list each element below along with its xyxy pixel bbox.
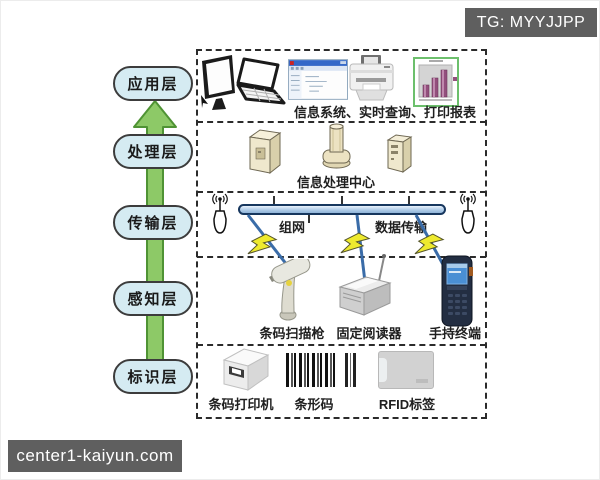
layer-label: 传输层	[127, 215, 179, 232]
layer-pill-application: 应用层	[113, 66, 193, 101]
diagram-panel-border	[196, 49, 487, 419]
barcode-label: 条形码	[294, 397, 334, 412]
row-divider-4	[197, 344, 486, 346]
printer-icon	[348, 54, 395, 102]
bar-chart-icon	[413, 57, 459, 107]
layer-pill-perception: 感知层	[113, 281, 193, 316]
layer-label: 标识层	[127, 369, 179, 386]
row-divider-2	[197, 191, 486, 193]
layer-pill-transmission: 传输层	[113, 205, 193, 240]
server-cabinet-icon	[244, 127, 284, 177]
barcode-scanner-icon	[261, 259, 317, 323]
networking-label: 组网	[278, 220, 305, 235]
bus-tick	[341, 196, 343, 204]
application-row-caption: 信息系统、实时查询、打印报表	[293, 105, 476, 120]
bus-tick	[408, 196, 410, 204]
watermark: center1-kaiyun.com	[8, 440, 182, 472]
barcode-main-bars	[286, 353, 338, 387]
tg-badge: TG: MYYJJPP	[465, 8, 597, 37]
antenna-left-icon	[209, 193, 231, 237]
laptop-icon	[234, 57, 288, 113]
software-window-icon	[288, 59, 348, 100]
barcode-icon	[286, 353, 358, 387]
antenna-right-icon	[457, 193, 479, 237]
layer-label: 处理层	[127, 144, 179, 161]
watermark-text: center1-kaiyun.com	[16, 446, 174, 465]
server-tower-icon	[384, 132, 414, 176]
rfid-label: RFID标签	[378, 397, 436, 412]
handheld-terminal-icon	[440, 255, 474, 327]
network-bus-bar	[238, 204, 446, 215]
processing-row-caption: 信息处理中心	[296, 175, 375, 190]
bus-tick	[308, 215, 310, 223]
rfid-tag-mark	[416, 379, 428, 383]
mainframe-column-icon	[314, 123, 358, 171]
layer-label: 感知层	[127, 291, 179, 308]
rfid-tag-icon	[378, 351, 434, 389]
scanner-label: 条码扫描枪	[259, 326, 325, 341]
bus-tick	[273, 196, 275, 204]
layer-pill-processing: 处理层	[113, 134, 193, 169]
layer-pill-identification: 标识层	[113, 359, 193, 394]
row-divider-1	[197, 121, 486, 123]
data-transfer-label: 数据传输	[374, 220, 427, 235]
row-divider-3	[197, 256, 486, 258]
rfid-tag-notch	[379, 358, 387, 382]
layer-label: 应用层	[127, 76, 179, 93]
fixed-reader-icon	[334, 253, 394, 319]
reader-label: 固定阅读器	[336, 326, 402, 341]
monitor-icon	[199, 53, 239, 111]
barcode-printer-icon	[220, 346, 272, 392]
tg-badge-text: TG: MYYJJPP	[476, 13, 586, 31]
terminal-label: 手持终端	[428, 326, 481, 341]
barcode-printer-label: 条码打印机	[208, 397, 274, 412]
barcode-end-bars	[345, 353, 357, 387]
